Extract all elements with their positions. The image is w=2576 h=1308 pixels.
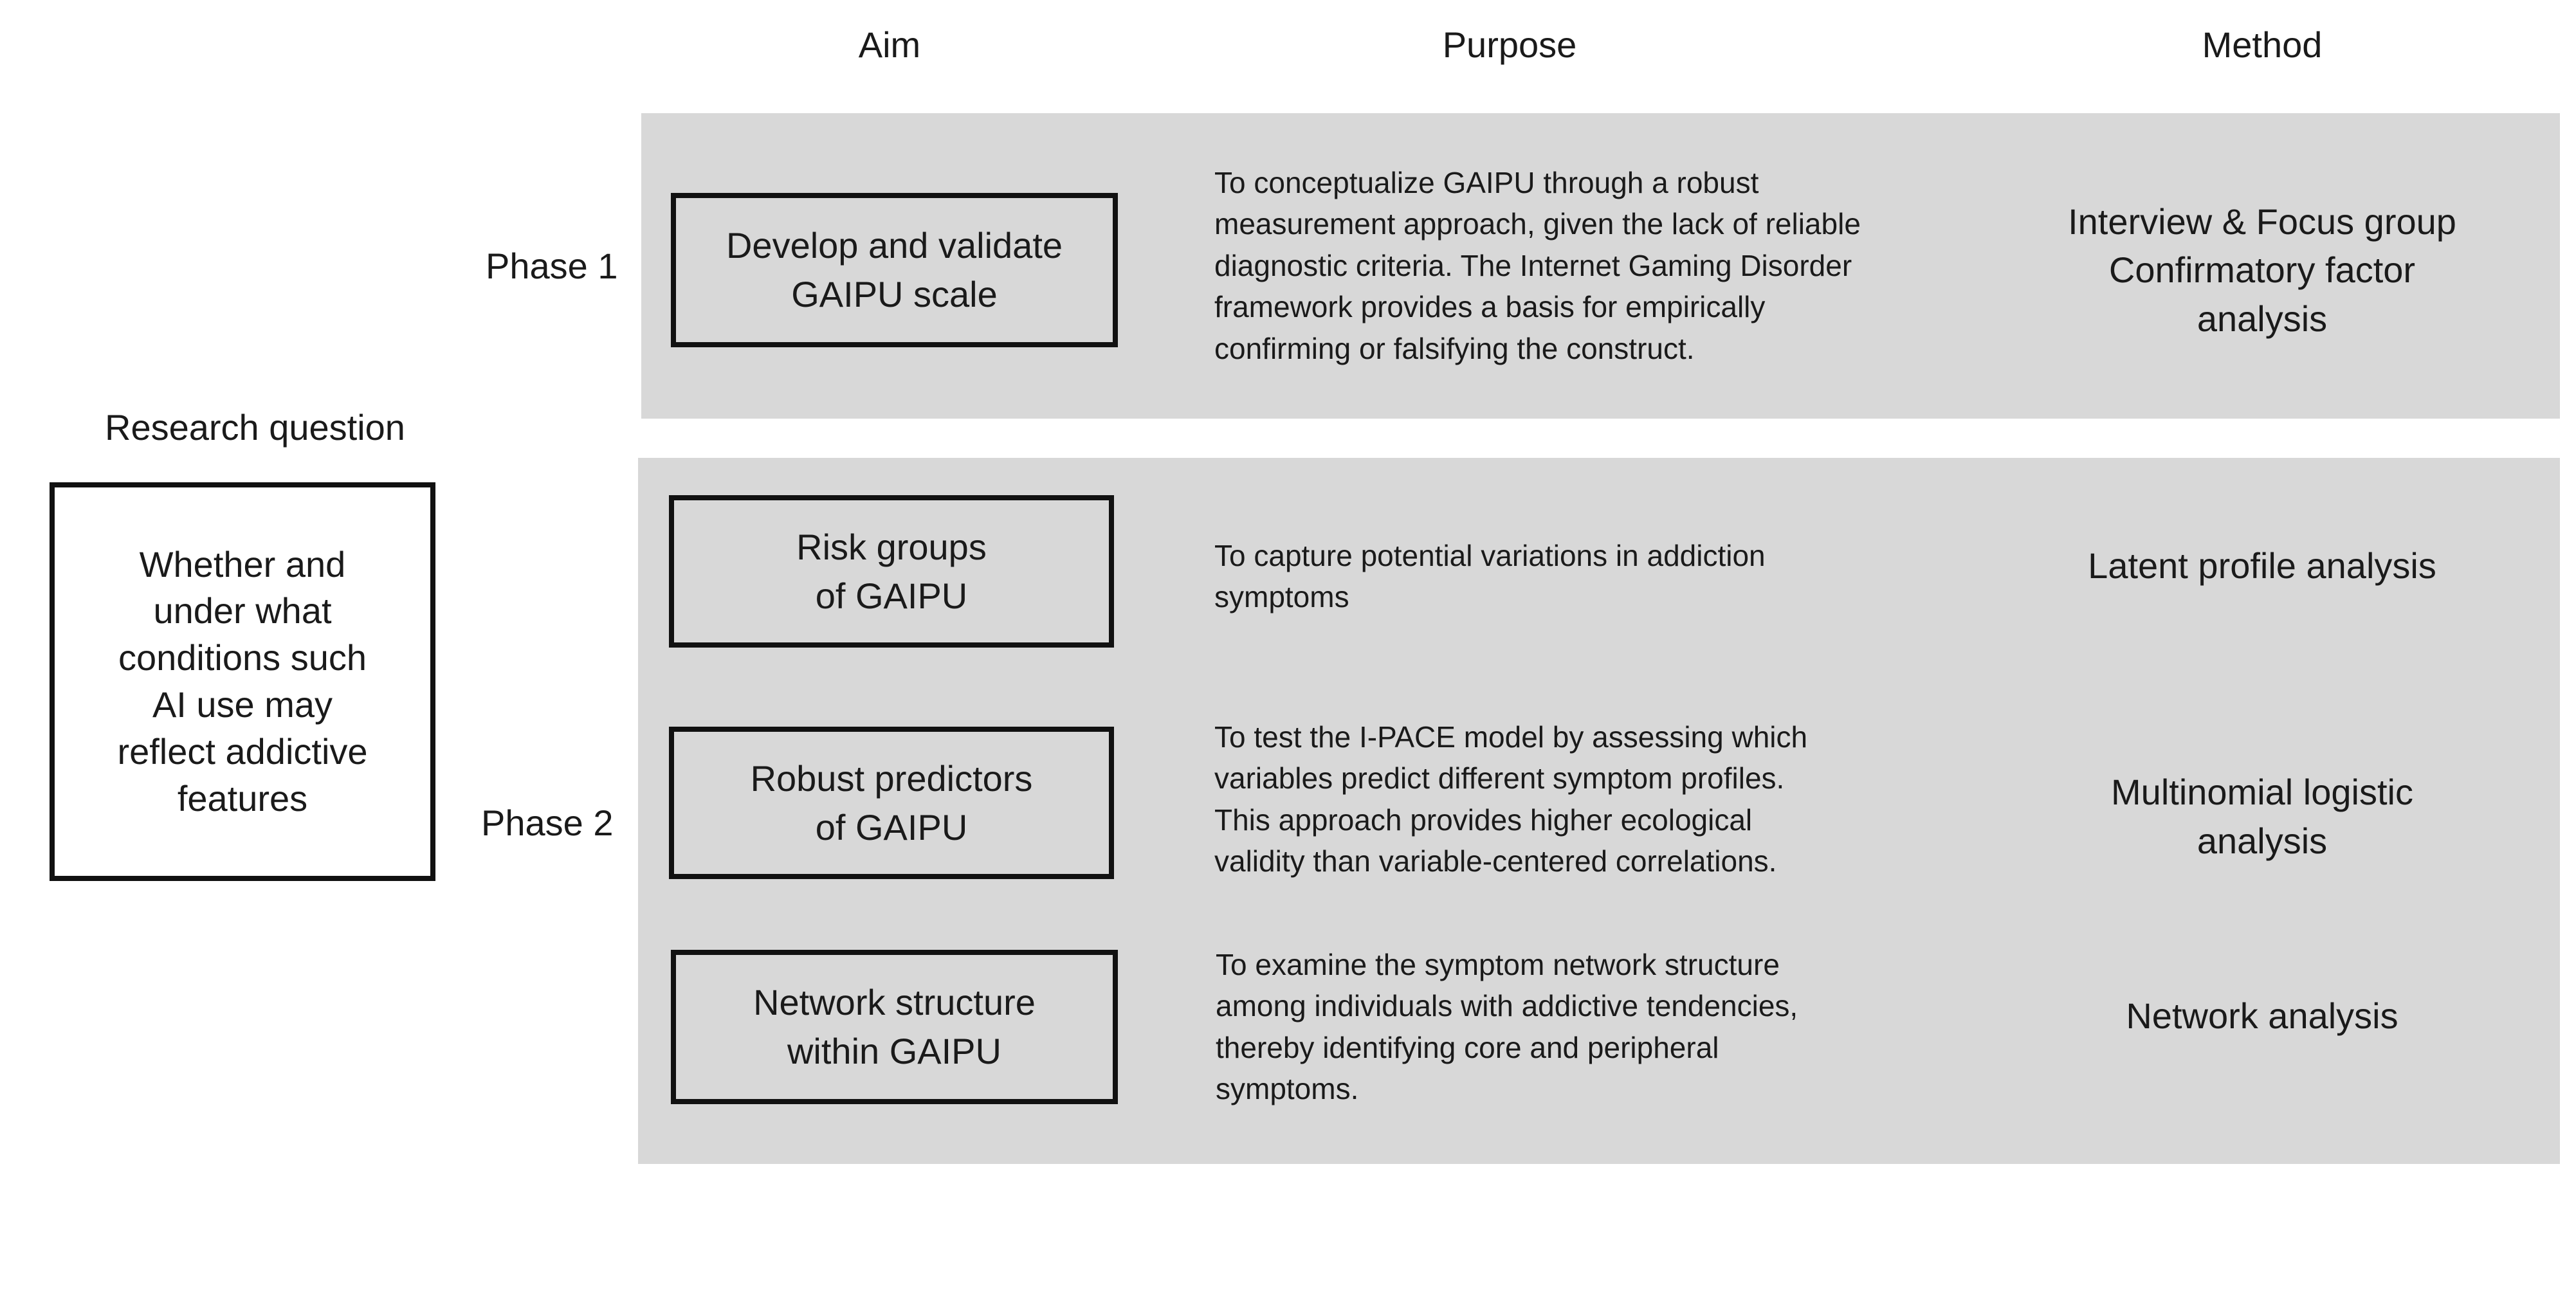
purpose-text-network-structure: To examine the symptom network structure…: [1216, 948, 1798, 1106]
purpose-text-risk-groups: To capture potential variations in addic…: [1214, 539, 1766, 614]
method-text-network-structure: Network analysis: [2126, 995, 2398, 1037]
column-header-purpose: Purpose: [1442, 24, 1577, 65]
column-header-method: Method: [2202, 24, 2323, 65]
research-question-label: Research question: [105, 407, 405, 448]
aim-box-develop-validate: Develop and validate GAIPU scale: [671, 193, 1118, 347]
research-question-box: Whether and under what conditions such A…: [50, 482, 435, 881]
purpose-text-phase1: To conceptualize GAIPU through a robust …: [1214, 166, 1861, 365]
phase-2-label: Phase 2: [481, 803, 614, 843]
method-text-phase1: Interview & Focus group Confirmatory fac…: [2068, 201, 2456, 339]
method-text-robust-predictors: Multinomial logistic analysis: [2111, 772, 2413, 861]
phase-1-label: Phase 1: [486, 246, 618, 286]
aim-box-risk-groups: Risk groups of GAIPU: [669, 495, 1114, 648]
aim-box-network-structure: Network structure within GAIPU: [671, 950, 1118, 1104]
column-header-aim: Aim: [858, 24, 921, 65]
aim-box-robust-predictors: Robust predictors of GAIPU: [669, 727, 1114, 879]
phase-1-panel: [641, 113, 2560, 419]
phase-2-panel: [638, 458, 2560, 1164]
method-text-risk-groups: Latent profile analysis: [2088, 545, 2436, 586]
purpose-text-robust-predictors: To test the I-PACE model by assessing wh…: [1214, 720, 1808, 878]
